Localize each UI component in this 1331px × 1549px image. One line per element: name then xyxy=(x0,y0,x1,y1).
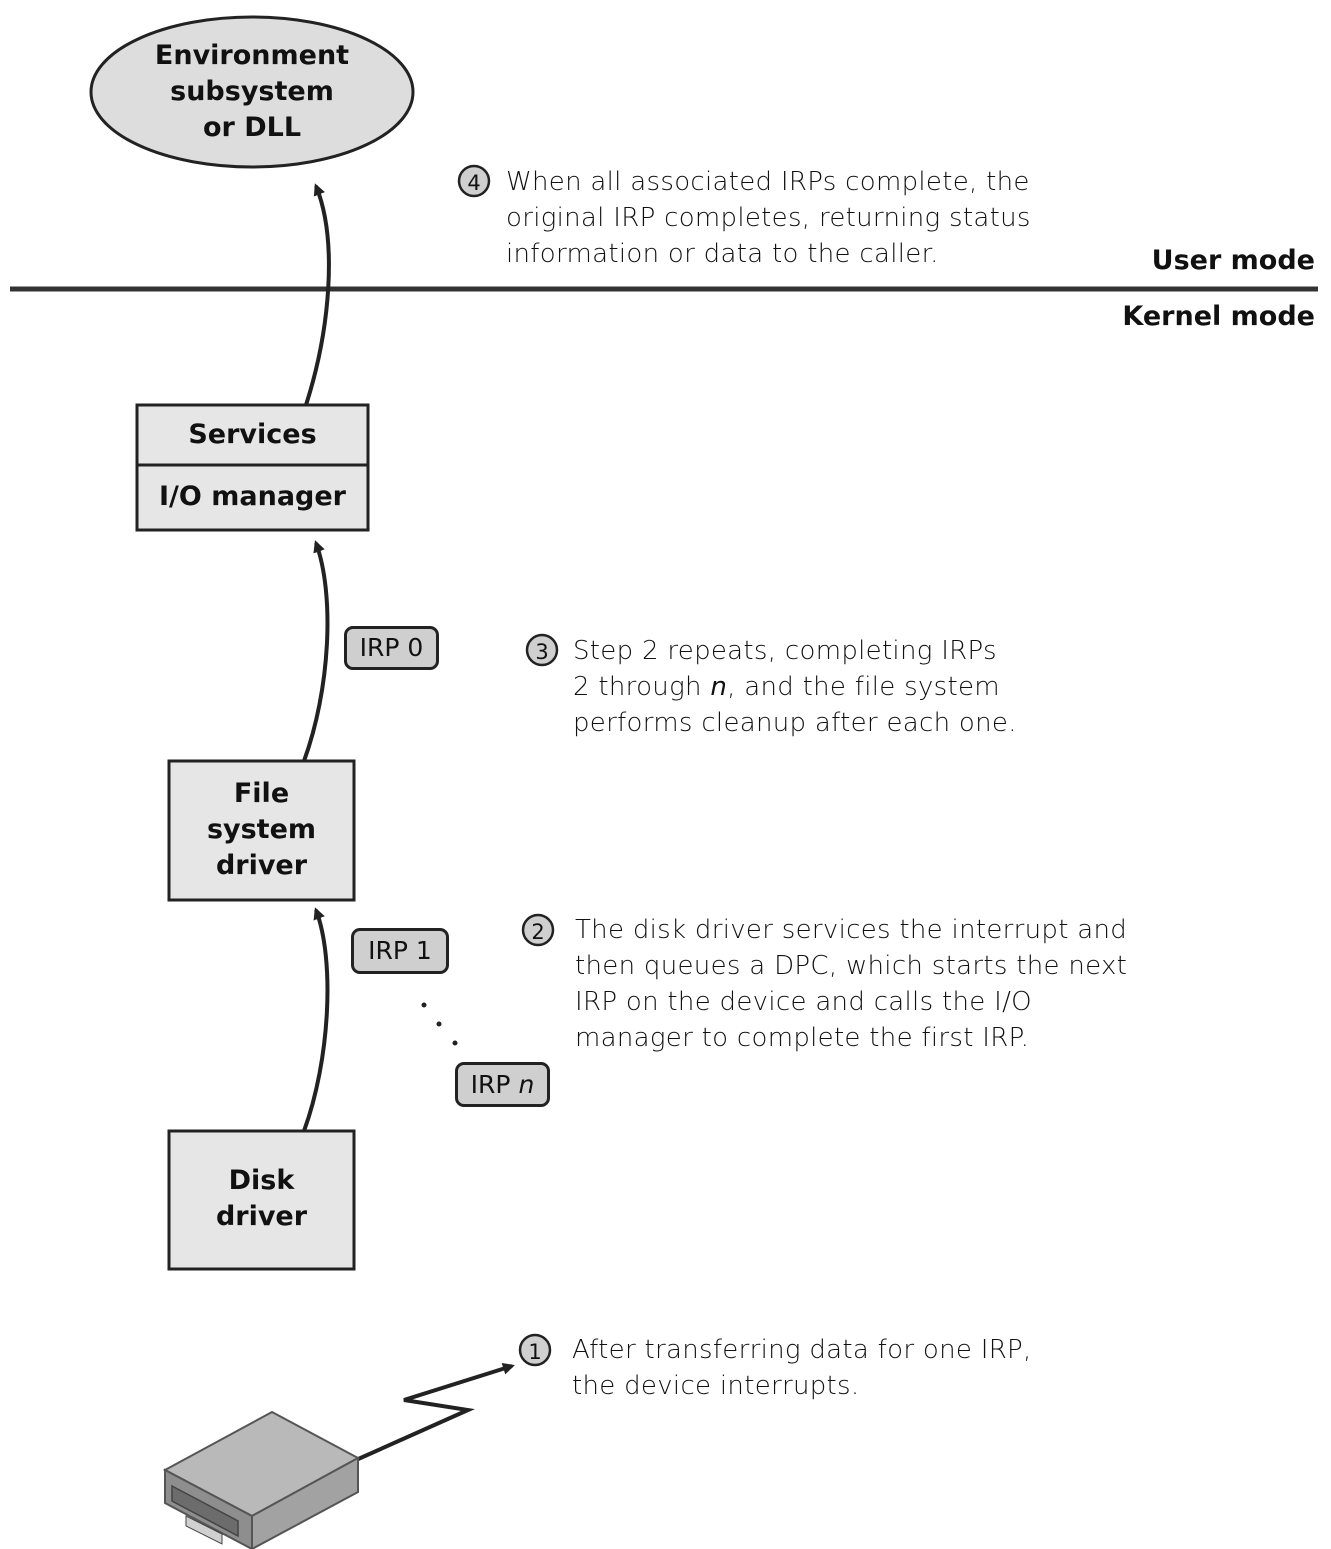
step-1-text: After transferring data for one IRP, the… xyxy=(572,1335,1032,1401)
disk-driver-box xyxy=(167,1129,356,1271)
step-3-text: Step 2 repeats, completing IRPs 2 throug… xyxy=(573,636,1017,738)
user-mode-label: User mode xyxy=(1151,245,1315,276)
file-system-driver-label: File system driver xyxy=(206,778,317,881)
step-3-marker: 3 xyxy=(525,633,559,667)
irp-n-tag: IRP n xyxy=(455,1062,550,1107)
disk-device-icon xyxy=(162,1410,361,1549)
arrow-fsd-to-io xyxy=(302,540,330,762)
step-1-marker: 1 xyxy=(518,1333,552,1367)
environment-label: Environment subsystem or DLL xyxy=(154,40,350,143)
irp-dots xyxy=(421,1002,427,1008)
svg-text:4: 4 xyxy=(467,171,480,195)
step-4-marker: 4 xyxy=(457,164,491,198)
io-manager-label: I/O manager xyxy=(158,481,346,512)
services-label: Services xyxy=(188,419,317,450)
kernel-mode-label: Kernel mode xyxy=(1122,301,1315,332)
io-manager-box xyxy=(135,463,370,532)
file-system-driver-box xyxy=(167,759,356,902)
environment-ellipse xyxy=(89,15,415,169)
step-2-marker: 2 xyxy=(521,913,555,947)
arrow-io-to-env xyxy=(304,183,331,406)
step-4-text: When all associated IRPs complete, the o… xyxy=(506,167,1031,269)
svg-text:3: 3 xyxy=(535,640,548,664)
irp-0-tag: IRP 0 xyxy=(344,626,439,670)
arrow-disk-to-fsd xyxy=(302,907,330,1132)
irp-1-tag: IRP 1 xyxy=(351,928,449,974)
interrupt-bolt xyxy=(355,1362,515,1462)
services-box xyxy=(135,403,370,467)
svg-text:1: 1 xyxy=(528,1340,541,1364)
step-2-text: The disk driver services the interrupt a… xyxy=(575,915,1128,1053)
svg-text:2: 2 xyxy=(531,920,544,944)
disk-driver-label: Disk driver xyxy=(215,1165,308,1232)
